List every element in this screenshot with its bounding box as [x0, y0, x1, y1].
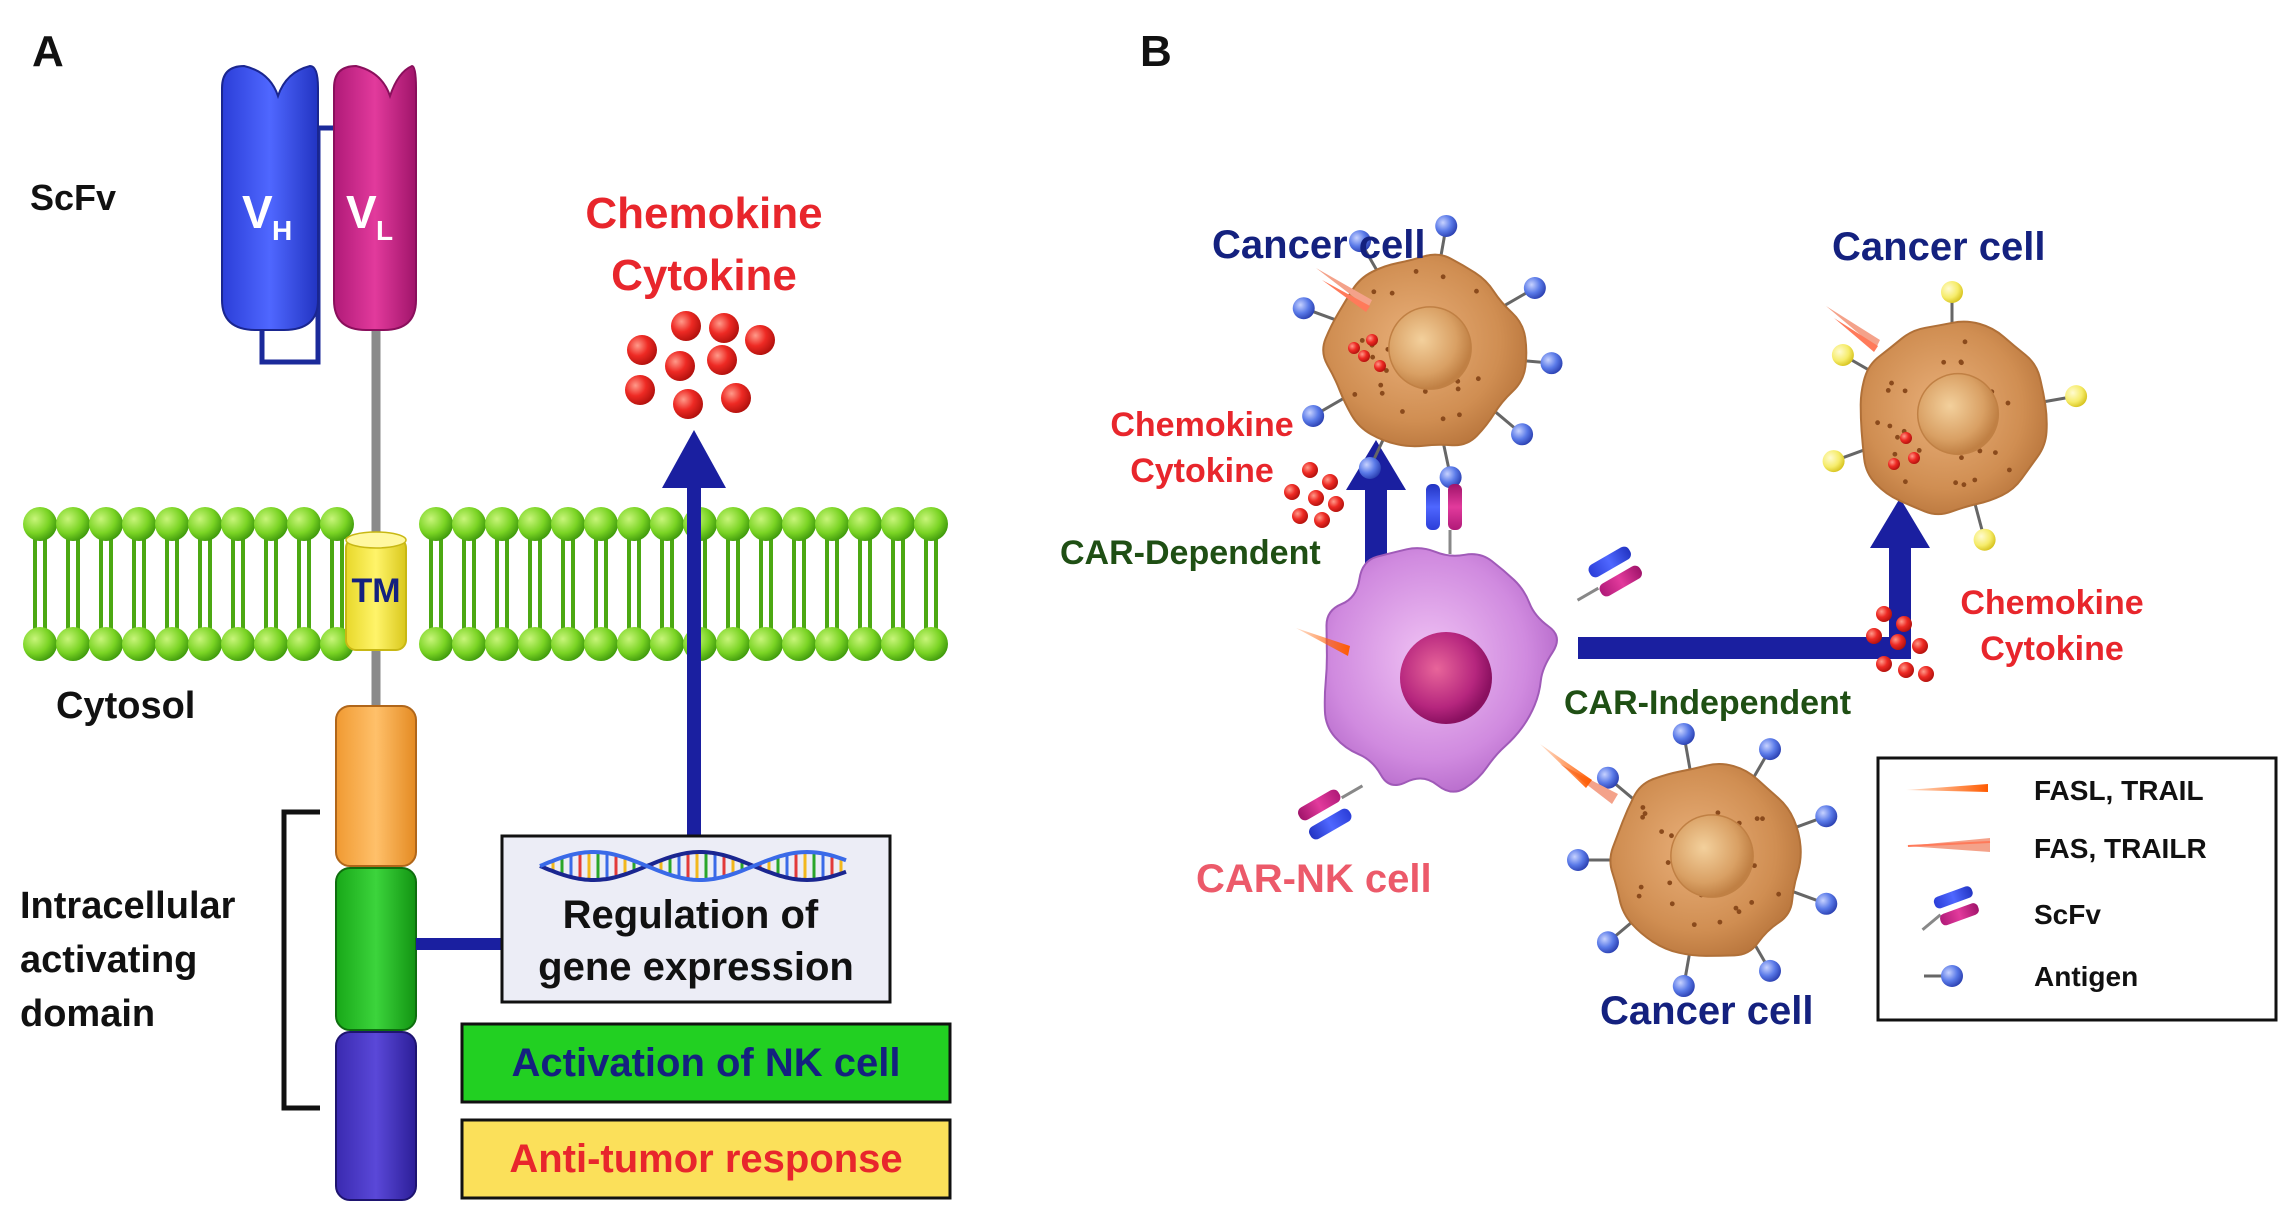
regulation-line-1: Regulation of — [563, 893, 819, 937]
fas-trailr-icon — [1906, 838, 1991, 852]
vl-subscript: L — [376, 215, 393, 246]
chemokine-label-b1: Chemokine — [1110, 406, 1293, 444]
legend: FASL, TRAIL FAS, TRAILR ScFv Antigen — [1876, 756, 2278, 1022]
cancer-cell-bottom — [1560, 722, 1838, 998]
vl-letter: V — [346, 186, 377, 238]
scfv-linker — [259, 125, 336, 365]
cytokine-label-b2: Cytokine — [1980, 630, 2124, 668]
green-signaling-domain — [335, 867, 417, 1031]
car-independent-arrow-head — [1870, 498, 1930, 548]
tm-domain: TM — [345, 531, 407, 651]
svg-text:Regulation of gene expre: Regulation of gene expression — [538, 893, 854, 989]
legend-label-scfv: ScFv — [2034, 899, 2101, 930]
cytokine-dots-b2 — [1866, 606, 1934, 682]
cytokine-dots-b1 — [1284, 462, 1344, 528]
car-nk-cell — [1296, 484, 1642, 840]
orange-signaling-domain — [335, 705, 417, 867]
chemokine-label-b2: Chemokine — [1960, 584, 2143, 622]
secretion-arrow-head — [662, 430, 726, 488]
domain-bracket — [281, 809, 320, 1111]
regulation-box: Regulation of gene expression — [500, 834, 892, 1004]
vl-domain: V L — [333, 64, 417, 331]
legend-label-fasl-trail: FASL, TRAIL — [2034, 775, 2204, 806]
regulation-line-2: gene expression — [538, 945, 854, 989]
vh-letter: V — [242, 186, 273, 238]
cancer-cell-top-right — [1822, 281, 2088, 551]
cancer-cell-label-2: Cancer cell — [1832, 225, 2045, 269]
car-dependent-label: CAR-Dependent — [1060, 534, 1321, 572]
cancer-cell-label-3: Cancer cell — [1600, 989, 1813, 1033]
activation-label: Activation of NK cell — [512, 1041, 901, 1085]
cytokine-label-b1: Cytokine — [1130, 452, 1274, 490]
car-independent-label: CAR-Independent — [1564, 684, 1851, 722]
cytokine-dots-a — [625, 311, 775, 419]
antigen-icon — [1924, 965, 1963, 987]
cancer-cell-label-1: Cancer cell — [1212, 223, 1425, 267]
antitumor-box — [460, 1118, 952, 1200]
cancer-cell-top-left — [1292, 214, 1563, 489]
scfv-label: ScFv — [30, 177, 116, 218]
legend-label-fas-trailr: FAS, TRAILR — [2034, 833, 2207, 864]
legend-label-antigen: Antigen — [2034, 961, 2138, 992]
chemokine-label-a: Chemokine — [585, 189, 822, 238]
tm-label: TM — [351, 572, 400, 610]
cytosol-label: Cytosol — [56, 685, 195, 727]
scfv-icon — [1921, 886, 1979, 931]
fasl-trail-icon — [1906, 784, 1988, 792]
vh-domain: V H — [221, 64, 319, 331]
lipid-bilayer-membrane — [23, 507, 948, 661]
purple-signaling-domain — [335, 1031, 417, 1201]
vh-subscript: H — [272, 215, 292, 246]
car-nk-label: CAR-NK cell — [1196, 857, 1432, 901]
panel-a-label: A — [32, 27, 64, 76]
antitumor-label: Anti-tumor response — [509, 1137, 902, 1181]
panel-b-label: B — [1140, 27, 1172, 76]
activation-box — [460, 1022, 952, 1104]
cytokine-label-a: Cytokine — [611, 251, 797, 300]
dna-helix-icon — [539, 849, 847, 883]
domain-label: Intracellular activating domain — [20, 885, 246, 1035]
